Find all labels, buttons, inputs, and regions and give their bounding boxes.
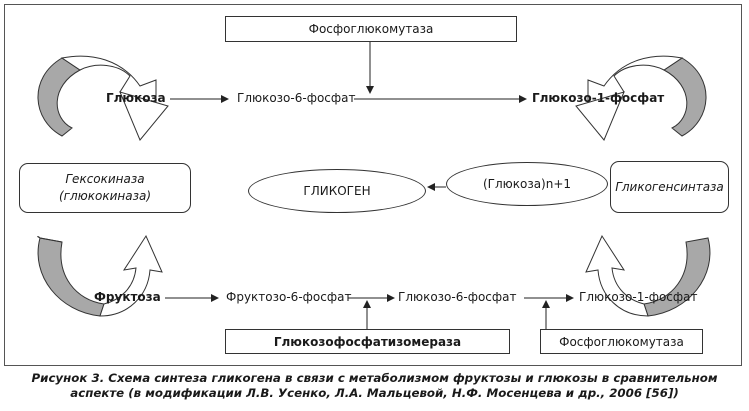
enzyme-label-top: Фосфоглюкомутаза [308, 22, 434, 36]
glycogen-label: ГЛИКОГЕН [303, 184, 371, 198]
curved-arrow-top-left [37, 55, 169, 141]
enzyme-box-right: Гликогенсинтаза [610, 161, 729, 213]
glycogen-oval: ГЛИКОГЕН [248, 169, 426, 213]
enzyme-label-right: Гликогенсинтаза [615, 179, 724, 194]
fructose-label: Фруктоза [94, 290, 161, 304]
caption-line-2: аспекте (в модификации Л.В. Усенко, Л.А.… [70, 386, 679, 400]
enzyme-box-left: Гексокиназа (глюкокиназа) [19, 163, 191, 213]
enzyme-box-bottom-middle: Глюкозофосфатизомераза [225, 329, 510, 354]
glucose-label: Глюкоза [106, 91, 166, 105]
enzyme-box-top: Фосфоглюкомутаза [225, 16, 517, 42]
enzyme-label-left-2: (глюкокиназа) [58, 189, 151, 203]
curved-arrow-top-right [575, 55, 707, 141]
glucose-1-phosphate-bottom-label: Глюкозо-1-фосфат [579, 290, 698, 304]
diagram-frame [4, 4, 742, 366]
enzyme-box-bottom-right: Фосфоглюкомутаза [540, 329, 703, 354]
glucose-6-phosphate-label: Глюкозо-6-фосфат [237, 91, 356, 105]
fructose-6-phosphate-label: Фруктозо-6-фосфат [226, 290, 352, 304]
curved-arrow-bottom-right [585, 234, 711, 317]
diagram-canvas [37, 42, 711, 330]
glucose-n1-oval: (Глюкоза)n+1 [446, 162, 608, 206]
enzyme-label-left-1: Гексокиназа [65, 172, 145, 186]
glucose-n1-label: (Глюкоза)n+1 [482, 177, 572, 191]
glucose-1-phosphate-label: Глюкозо-1-фосфат [532, 91, 665, 105]
enzyme-label-bottom-middle: Глюкозофосфатизомераза [273, 334, 462, 349]
glucose-6-phosphate-bottom-label: Глюкозо-6-фосфат [398, 290, 517, 304]
caption-line-1: Рисунок 3. Схема синтеза гликогена в свя… [31, 371, 718, 385]
curved-arrow-bottom-left [37, 234, 163, 317]
enzyme-label-bottom-right: Фосфоглюкомутаза [559, 334, 684, 349]
figure-caption: Рисунок 3. Схема синтеза гликогена в свя… [0, 371, 749, 401]
